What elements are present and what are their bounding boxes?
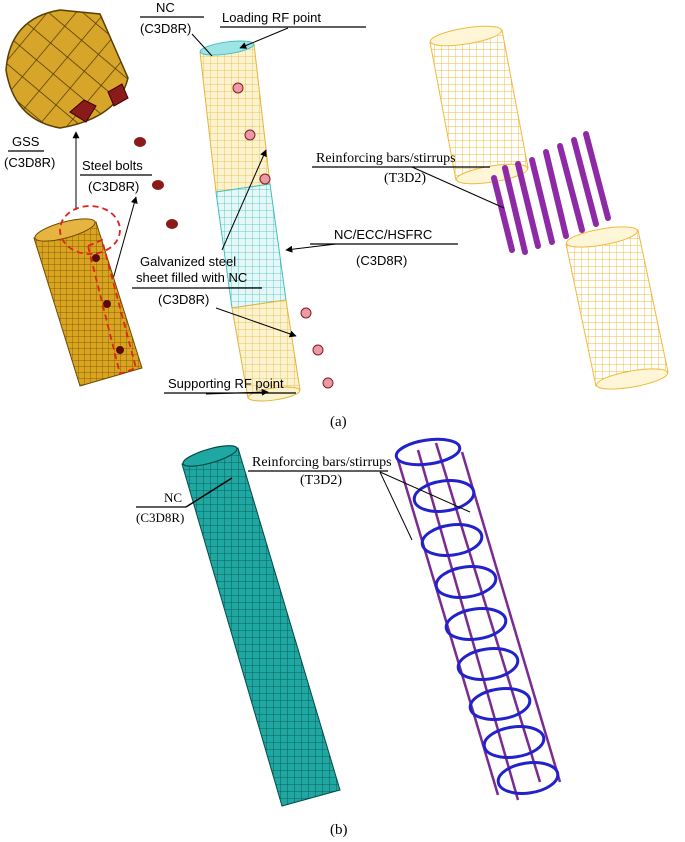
mid-material-label: NC/ECC/HSFRC xyxy=(334,227,432,242)
rebar-b-leader-1 xyxy=(379,471,471,513)
rebar-a-leader xyxy=(411,166,505,209)
gss-callout-outline xyxy=(59,205,138,376)
rebar-a-elem-label: (T3D2) xyxy=(384,171,426,186)
loading-rf-label: Loading RF point xyxy=(222,10,321,25)
nc-top-leader xyxy=(191,33,213,57)
nc-top-label: NC xyxy=(156,0,175,15)
rebar-b-label: Reinforcing bars/stirrups xyxy=(252,455,392,470)
mid-material-arrow xyxy=(285,243,337,253)
exploded-upper-concrete xyxy=(429,25,529,185)
galv-elem-label: (C3D8R) xyxy=(158,292,209,307)
stirrups xyxy=(394,437,560,795)
steel-bolts-elem-label: (C3D8R) xyxy=(88,179,139,194)
nc-b-leader xyxy=(185,477,233,508)
caption-b: (b) xyxy=(330,822,348,838)
main-column xyxy=(199,40,334,402)
rebar-a-label: Reinforcing bars/stirrups xyxy=(316,151,456,166)
exploded-rebar-cage xyxy=(491,131,611,255)
galv-label-line2: sheet filled with NC xyxy=(136,270,247,285)
rebar-cage-b xyxy=(394,437,562,801)
rebar-b-leader-2 xyxy=(379,471,413,541)
supporting-rf-arrow xyxy=(205,388,269,396)
gss-label: GSS xyxy=(12,134,40,149)
caption-a: (a) xyxy=(330,414,347,430)
loading-rf-arrow xyxy=(239,27,289,49)
gss-zoom-view xyxy=(5,9,129,129)
galv-arrow-up xyxy=(221,149,267,251)
nc-b-label: NC xyxy=(164,490,182,505)
steel-bolts-label: Steel bolts xyxy=(82,158,143,173)
mid-elem-label: (C3D8R) xyxy=(356,253,407,268)
supporting-rf-label: Supporting RF point xyxy=(168,376,284,391)
solid-column xyxy=(181,445,341,807)
galv-label-line1: Galvanized steel xyxy=(140,254,236,269)
steel-bolt-parts xyxy=(134,137,178,229)
steel-bolts-arrow xyxy=(109,196,138,291)
gss-column xyxy=(33,218,143,387)
exploded-lower-concrete xyxy=(565,226,669,390)
nc-b-elem-label: (C3D8R) xyxy=(136,510,184,525)
gss-elem-label: (C3D8R) xyxy=(4,155,55,170)
rebar-b-elem-label: (T3D2) xyxy=(300,473,342,488)
galv-arrow-down xyxy=(215,307,297,338)
nc-top-elem-label: (C3D8R) xyxy=(140,21,191,36)
